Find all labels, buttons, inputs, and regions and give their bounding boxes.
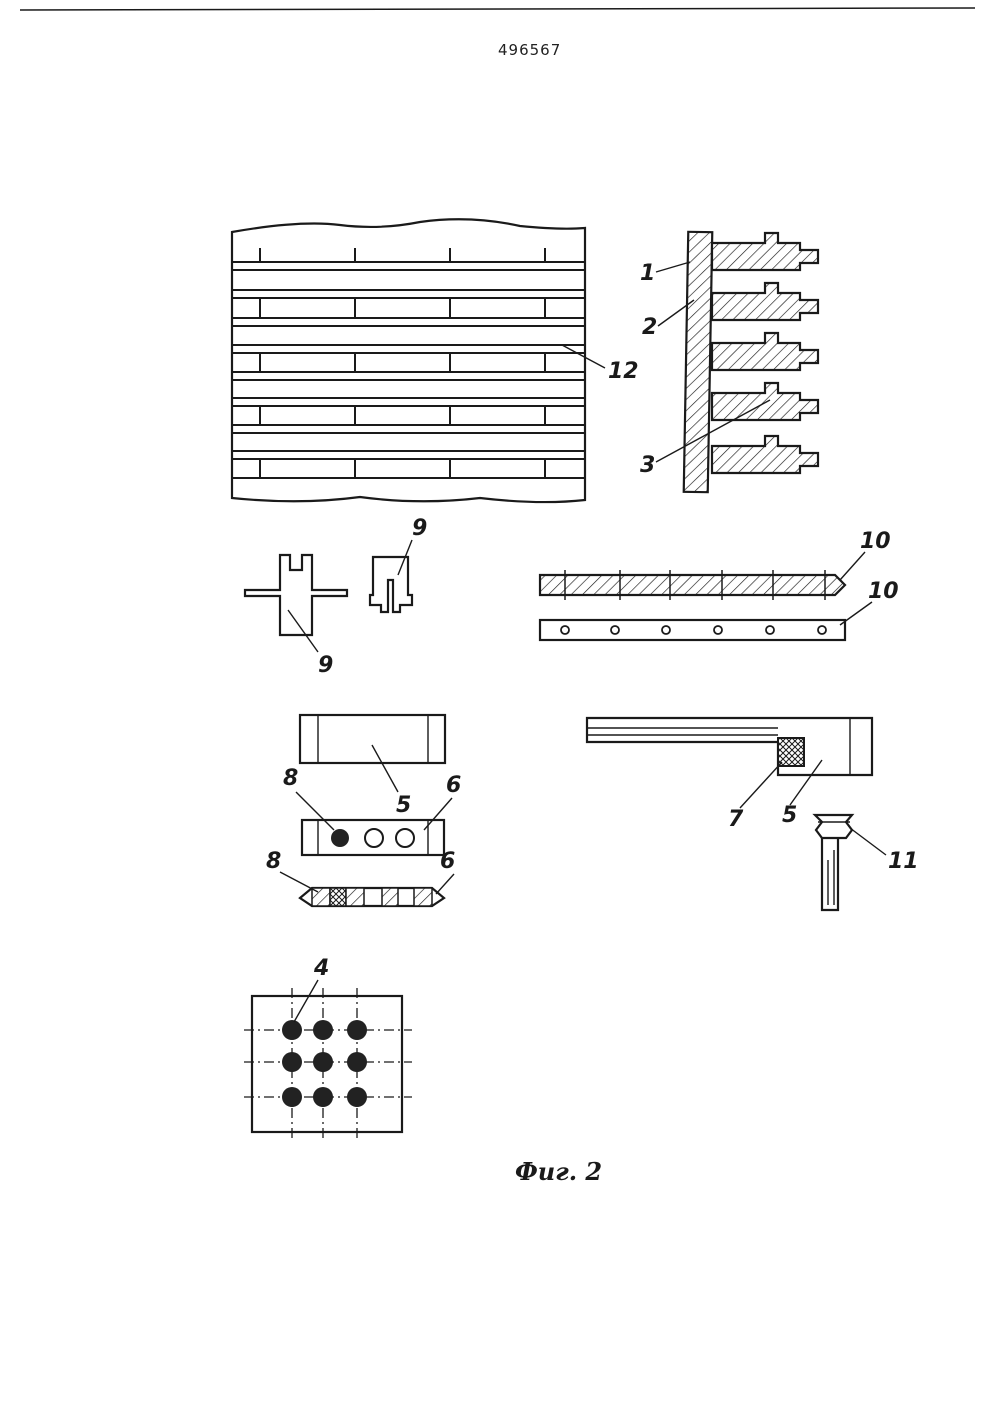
bracket-arms [712,233,818,473]
label-9-bottom: 9 [318,653,333,678]
label-8-top: 8 [283,766,298,791]
knob-grid-plan: 4 [244,956,412,1142]
label-2: 2 [642,315,657,340]
filled-hole [331,829,349,847]
fastener-11: 11 [815,815,919,910]
label-7: 7 [728,807,744,832]
label-4: 4 [313,956,329,981]
plate-6-plan-view: 8 6 [283,766,461,855]
label-5-right: 5 [782,803,797,828]
insert-7 [778,738,804,766]
label-10-top: 10 [860,529,891,554]
label-6-top: 6 [446,773,461,798]
plate-6-section-view: 8 6 [266,849,455,906]
wall-course-rows [232,248,585,478]
label-8-bottom: 8 [266,849,281,874]
panel-side-view: 1 2 3 [640,232,818,492]
figure-caption: Фиг. 2 [515,1157,602,1186]
label-5-left: 5 [396,793,411,818]
patent-number: 496567 [498,41,561,59]
label-12: 12 [608,359,639,384]
block-5-view: 5 [300,715,445,818]
label-9-top: 9 [412,516,427,541]
label-11: 11 [888,849,919,874]
panel-plate [684,232,713,492]
strip-section-view: 10 [540,529,891,600]
clip-flat-view: 9 [245,555,347,678]
top-border-line [20,8,975,10]
label-3: 3 [640,453,655,478]
wall-section-view: 12 [232,219,639,502]
label-1: 1 [640,261,655,286]
label-6-bottom: 6 [440,849,455,874]
clip-folded-view: 9 [370,516,427,612]
label-10-bottom: 10 [868,579,899,604]
